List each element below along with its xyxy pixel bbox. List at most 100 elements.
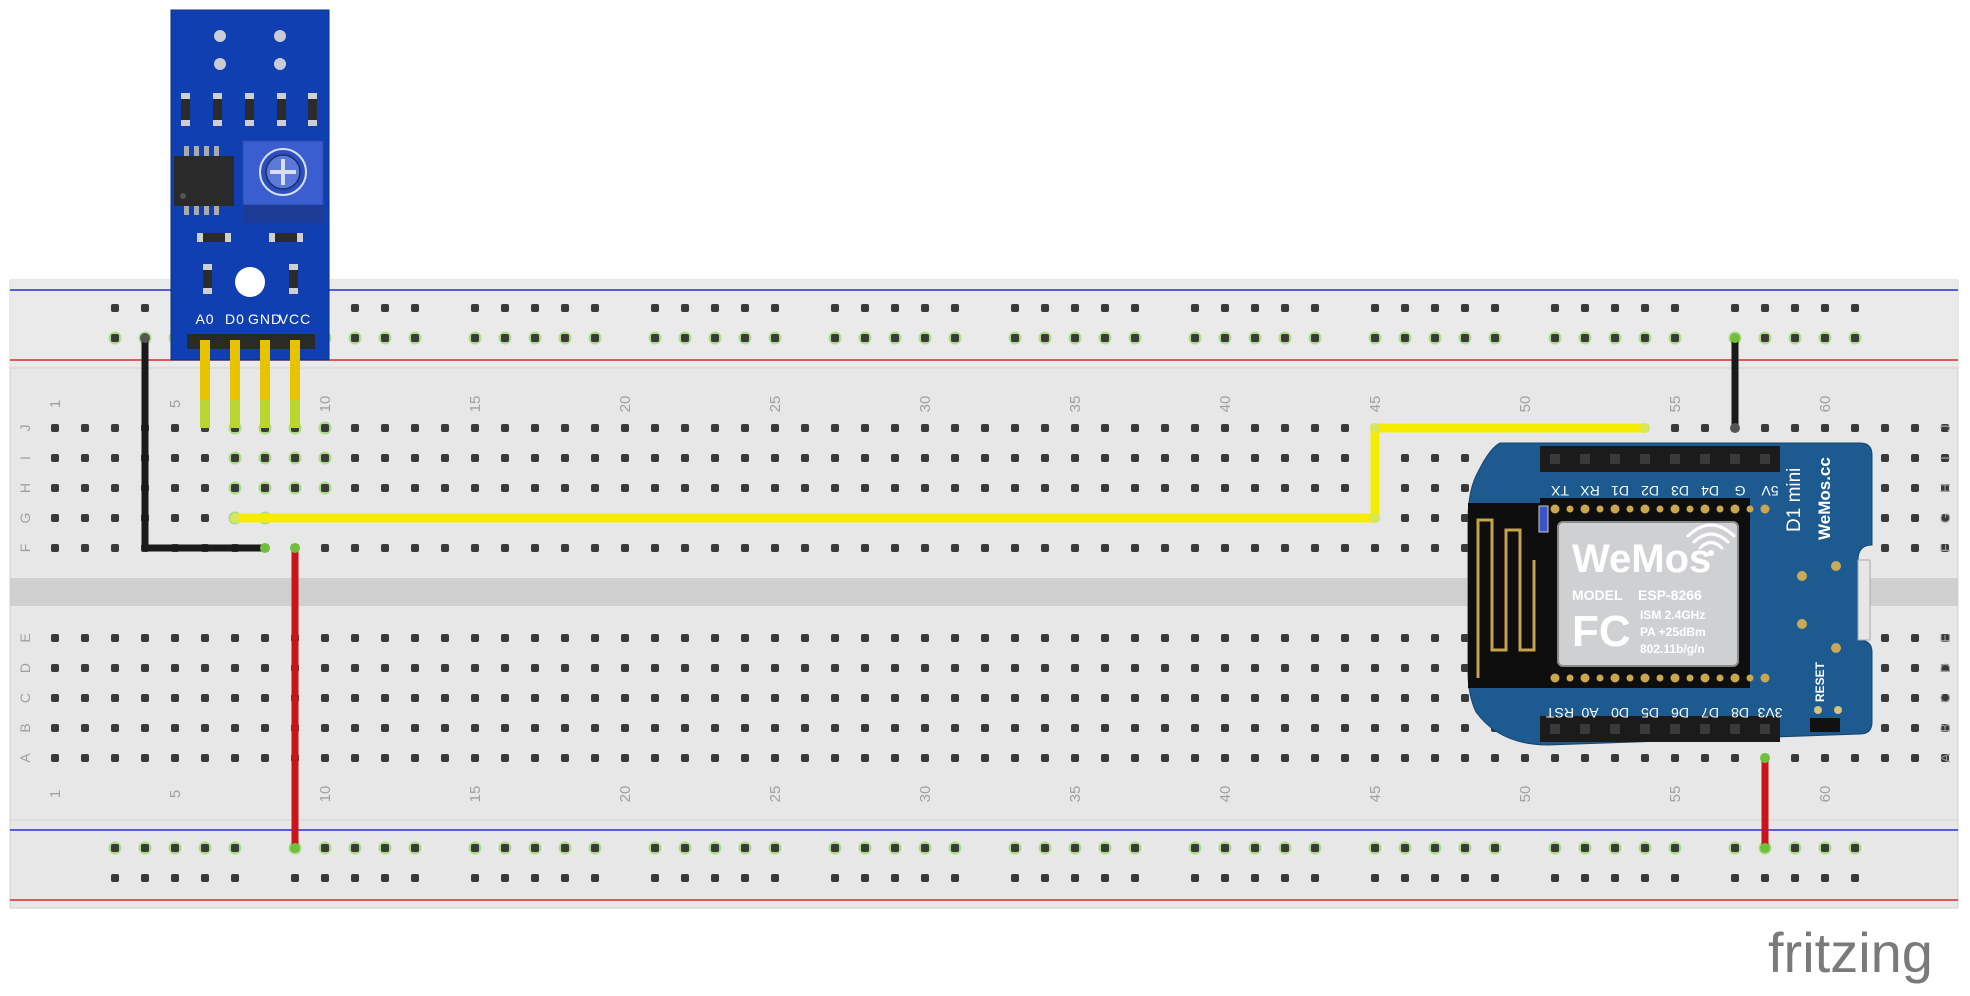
column-number: 10 [317,786,334,803]
wemos-logo: WeMos [1572,537,1711,581]
reset-button [1810,718,1840,732]
wemos-bottom-pin-label: D5 [1641,705,1659,721]
column-number: 5 [167,400,184,408]
row-letter: J [1937,425,1953,432]
esp-shield-can [1557,521,1739,667]
wemos-bottom-pin-label: RST [1546,705,1574,721]
column-number: 1 [47,400,64,408]
row-letter: E [1937,633,1953,642]
model-label: MODEL [1572,587,1623,603]
row-letter: B [1937,723,1953,732]
model-value: ESP-8266 [1638,587,1702,603]
solder-pads [1797,561,1841,653]
row-letter: D [17,663,33,673]
wemos-bottom-pin-label: 3V3 [1757,705,1782,721]
column-number: 40 [1217,396,1234,413]
column-number: 20 [617,786,634,803]
column-number: 45 [1367,396,1384,413]
row-letter: I [17,456,33,460]
board-name: D1 mini [1784,468,1805,532]
wifi-icon [1686,523,1736,550]
column-number: 25 [767,786,784,803]
fritzing-watermark: fritzing [1768,921,1933,984]
sensor-pin-label: VCC [279,311,312,327]
status-led [1538,505,1549,533]
wemos-top-pin-label: D1 [1611,483,1629,499]
mounting-hole [235,267,265,297]
column-number: 50 [1517,786,1534,803]
wire-black-gnd [141,334,269,552]
board-site: WeMos.cc [1815,457,1834,540]
column-number: 45 [1367,786,1384,803]
column-number: 5 [167,790,184,798]
usb-connector [1857,559,1871,641]
column-number: 40 [1217,786,1234,803]
wemos-top-pin-label: 5V [1761,483,1779,499]
wemos-bottom-pin-label: D6 [1671,705,1689,721]
sensor-pin-legs [200,340,300,428]
column-number: 30 [917,396,934,413]
sensor-pin-label: D0 [225,311,245,327]
column-number: 15 [467,786,484,803]
sensor-pin-label: A0 [195,311,214,327]
row-letter: B [17,723,33,732]
column-number: 60 [1817,396,1834,413]
column-number: 50 [1517,396,1534,413]
column-number: 25 [767,396,784,413]
wemos-top-pin-label: D3 [1671,483,1689,499]
column-number: 15 [467,396,484,413]
wemos-d1-mini-board: WeMos MODEL ESP-8266 FC ISM 2.4GHz PA +2… [1467,442,1873,746]
wemos-bottom-pin-label: A0 [1581,705,1598,721]
pin-header [187,334,315,349]
wemos-top-pin-label: RX [1580,483,1600,499]
wemos-top-pin-label: TX [1550,483,1569,499]
wemos-top-pin-label: D2 [1641,483,1659,499]
spec-line-2: PA +25dBm [1640,625,1706,639]
row-letters: J J I I H H G G F F E E D D C C B B A A [17,425,1953,763]
wire-yellow-signal [230,423,1650,523]
wemos-bottom-pin-label: D0 [1611,705,1629,721]
fcc-mark: FC [1572,607,1631,656]
row-letter: F [17,544,33,553]
column-number: 1 [47,790,64,798]
column-number: 55 [1667,396,1684,413]
row-letter: A [1937,753,1953,763]
wemos-bottom-pin-label: D8 [1731,705,1749,721]
wemos-pin-labels: TX RX D1 D2 D3 D4 G 5V RST A0 D0 D5 D6 D7 D8 3V3 [1546,483,1783,721]
sensor-pin-label: GND [248,311,282,327]
row-letter: I [1937,456,1953,460]
row-letter: C [17,693,33,703]
wemos-bottom-pin-label: D7 [1701,705,1719,721]
row-letter: G [17,513,33,524]
potentiometer [242,140,324,223]
comparator-chip [174,146,234,215]
antenna-area [1468,503,1540,688]
spec-line-1: ISM 2.4GHz [1640,608,1705,622]
row-letter: C [1937,693,1953,703]
reset-label: RESET [1813,661,1827,702]
column-number: 55 [1667,786,1684,803]
column-number: 35 [1067,786,1084,803]
column-number: 35 [1067,396,1084,413]
top-header [1540,446,1780,472]
row-letter: H [17,483,33,493]
row-letter: A [17,753,33,763]
wires [140,333,1770,853]
wemos-top-pin-label: D4 [1701,483,1719,499]
row-letter: D [1937,663,1953,673]
column-number: 10 [317,396,334,413]
row-letter: J [17,425,33,432]
row-letter: G [1937,513,1953,524]
wemos-top-pin-label: G [1735,483,1746,499]
row-letter: E [17,633,33,642]
spec-line-3: 802.11b/g/n [1640,642,1705,656]
column-number: 60 [1817,786,1834,803]
row-letter: F [1937,544,1953,553]
row-letter: H [1937,483,1953,493]
column-number: 30 [917,786,934,803]
